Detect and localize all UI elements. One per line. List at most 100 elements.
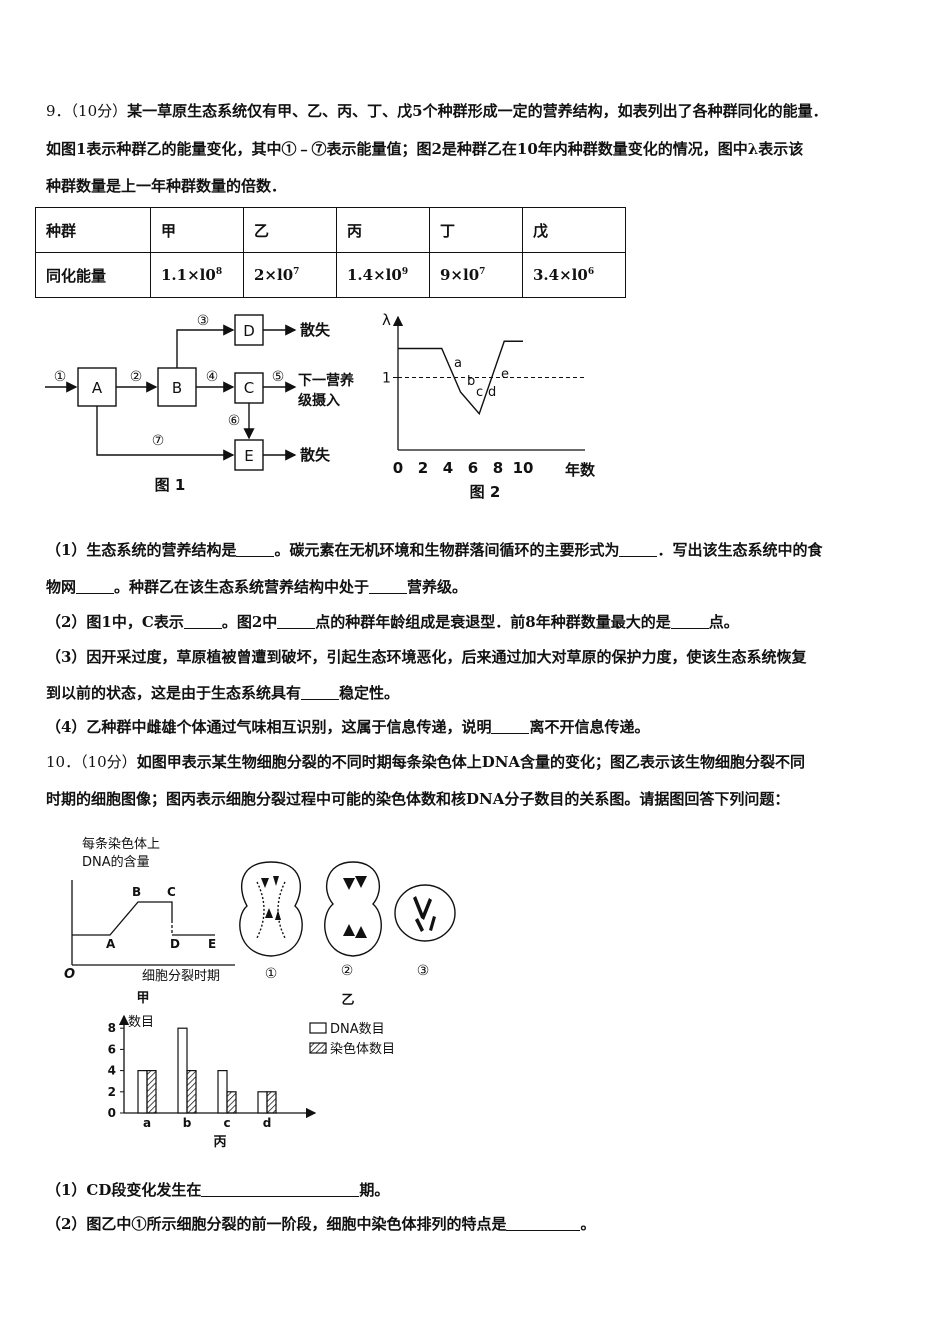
point-a-label: A xyxy=(106,937,116,951)
box-b-label: B xyxy=(172,379,182,397)
origin-label: O xyxy=(64,967,75,982)
arrow-5-label: ⑤ xyxy=(272,369,285,385)
y-tick-label: 4 xyxy=(108,1064,116,1078)
legend-chromosome-swatch xyxy=(309,1042,327,1054)
answer-blank[interactable] xyxy=(301,683,340,700)
table-header-cell: 种群 xyxy=(35,207,151,253)
point-d-label: d xyxy=(488,385,496,400)
cell-1-membrane xyxy=(239,861,303,957)
cell-1-label: ① xyxy=(265,966,278,982)
answer-blank[interactable] xyxy=(506,1214,581,1231)
q10-score: （10分） xyxy=(80,753,137,771)
y-tick-label: 6 xyxy=(108,1042,116,1056)
point-a-label: a xyxy=(454,356,462,371)
arrow-7-label: ⑦ xyxy=(152,433,165,449)
figure-yi-caption: 乙 xyxy=(341,993,354,1008)
bar-chromosome-b xyxy=(186,1069,197,1114)
point-d-label: D xyxy=(170,937,180,951)
table-header-cell: 乙 xyxy=(243,207,337,253)
q10-sub1: （1）CD段变化发生在期。 xyxy=(46,1180,390,1199)
bar-dna-b xyxy=(177,1027,188,1114)
cell-2-chromosomes xyxy=(343,876,367,938)
q9-sub4: （4）乙种群中雌雄个体通过气味相互识别，这属于信息传递，说明离不开信息传递。 xyxy=(46,717,650,736)
arrow-2-label: ② xyxy=(130,369,143,385)
x-tick-label: b xyxy=(183,1116,192,1130)
q9-line-2: 如图1表示种群乙的能量变化，其中①﹣⑦表示能量值；图2是种群乙在10年内种群数量… xyxy=(46,140,804,158)
q9-sub1-line2: 物网。种群乙在该生态系统营养结构中处于营养级。 xyxy=(46,577,468,596)
arrow-1-label: ① xyxy=(54,369,67,385)
x-axis-label: 年数 xyxy=(565,461,596,479)
q10-sub2: （2）图乙中①所示细胞分裂的前一阶段，细胞中染色体排列的特点是。 xyxy=(46,1214,596,1233)
x-tick-label: 6 xyxy=(468,459,478,477)
table-header-cell: 丁 xyxy=(429,207,523,253)
arrow-3 xyxy=(176,324,235,368)
x-tick-label: 4 xyxy=(443,459,453,477)
y-axis-label: 数目 xyxy=(128,1015,154,1030)
table-row: 同化能量 1.1×l08 2×l07 1.4×l09 9×l07 3.4×l06 xyxy=(35,252,626,298)
answer-blank[interactable] xyxy=(277,612,316,629)
y-label-1: 每条染色体上 xyxy=(82,836,160,852)
answer-blank[interactable] xyxy=(201,1180,360,1197)
cell-3-label: ③ xyxy=(417,963,430,979)
table-cell: 3.4×l06 xyxy=(522,252,626,298)
point-b-label: b xyxy=(467,374,475,389)
bar-chromosome-a xyxy=(146,1069,157,1114)
y-tick-label: 1 xyxy=(382,371,391,387)
figure-1-caption: 图 1 xyxy=(155,476,186,494)
lambda-series-line xyxy=(398,340,523,416)
energy-table: 种群 甲 乙 丙 丁 戊 同化能量 1.1×l08 2×l07 1.4×l09 … xyxy=(35,207,626,298)
chromosomes xyxy=(261,876,436,938)
box-a-label: A xyxy=(92,379,103,397)
table-header-row: 种群 甲 乙 丙 丁 戊 xyxy=(35,207,626,253)
table-header-cell: 甲 xyxy=(150,207,244,253)
answer-blank[interactable] xyxy=(670,612,709,629)
box-c-label: C xyxy=(244,379,254,397)
figure-2-caption: 图 2 xyxy=(470,483,501,501)
x-axis-label: 细胞分裂时期 xyxy=(142,969,220,984)
cell-2-label: ② xyxy=(341,963,354,979)
figure-jia-dna-chart: 每条染色体上 DNA的含量 A B C D E O 细胞分裂时期 甲 xyxy=(64,836,235,1006)
answer-blank[interactable] xyxy=(491,717,530,734)
answer-blank[interactable] xyxy=(76,577,115,594)
arrow-3-label: ③ xyxy=(197,313,210,329)
arrow-6-label: ⑥ xyxy=(228,413,241,429)
y-label-2: DNA的含量 xyxy=(82,854,150,870)
point-c-label: c xyxy=(476,385,483,400)
bar-chromosome-c xyxy=(226,1091,237,1114)
point-e-label: e xyxy=(501,367,509,382)
x-tick-label: c xyxy=(223,1116,230,1130)
cell-3-chromosomes xyxy=(413,896,436,932)
q10-line-2: 时期的细胞图像；图丙表示细胞分裂过程中可能的染色体数和核DNA分子数目的关系图。… xyxy=(46,790,790,808)
x-tick-label: 0 xyxy=(393,459,403,477)
x-tick-label: 10 xyxy=(513,459,534,477)
q9-sub1-line1: （1）生态系统的营养结构是。碳元素在无机环境和生物群落间循环的主要形式为．写出该… xyxy=(46,540,823,559)
next-level-label-2: 级摄入 xyxy=(298,392,340,409)
answer-blank[interactable] xyxy=(236,540,275,557)
table-cell: 2×l07 xyxy=(243,252,337,298)
q9-line-1: 9．（10分）某一草原生态系统仅有甲、乙、丙、丁、戊5个种群形成一定的营养结构，… xyxy=(46,101,916,121)
figure-yi-cells: ① ② ③ 乙 xyxy=(239,861,456,1008)
legend-chromosome-label: 染色体数目 xyxy=(330,1041,395,1057)
arrow-4-label: ④ xyxy=(206,369,219,385)
dna-content-line xyxy=(72,901,173,936)
q9-sub2: （2）图1中，C表示。图2中点的种群年龄组成是衰退型．前8年种群数量最大的是点。 xyxy=(46,612,739,631)
answer-blank[interactable] xyxy=(369,577,408,594)
point-e-label: E xyxy=(208,937,216,951)
x-tick-label: 2 xyxy=(418,459,428,477)
figure-1-energy-flow: A B C D E ① ② ③ ④ ⑤ ⑥ ⑦ 散失 下一营养 级摄入 散失 图… xyxy=(45,313,355,494)
q9-sub3-line1: （3）因开采过度，草原植被曾遭到破坏，引起生态环境恶化，后来通过加大对草原的保护… xyxy=(46,648,807,666)
y-tick-label: 0 xyxy=(108,1106,116,1120)
table-cell: 1.1×l08 xyxy=(150,252,244,298)
next-level-label-1: 下一营养 xyxy=(298,372,355,389)
y-axis-label: λ xyxy=(382,311,391,329)
answer-blank[interactable] xyxy=(183,612,222,629)
legend-dna-swatch xyxy=(309,1022,327,1034)
q9-sub3-line2: 到以前的状态，这是由于生态系统具有稳定性。 xyxy=(46,683,400,702)
q9-score: （10分） xyxy=(70,102,128,120)
q9-line-3: 种群数量是上一年种群数量的倍数． xyxy=(46,177,287,195)
table-row-label: 同化能量 xyxy=(35,252,151,298)
answer-blank[interactable] xyxy=(619,540,658,557)
bar-chromosome-d xyxy=(266,1091,277,1114)
